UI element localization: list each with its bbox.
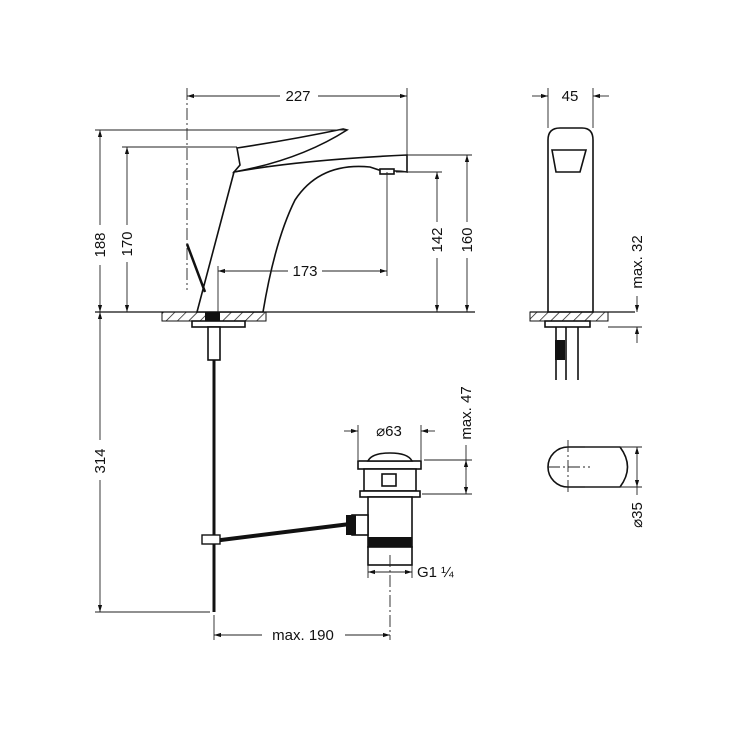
- countertop: [95, 311, 475, 322]
- dim-diameter-35: ⌀35: [629, 502, 646, 528]
- dim-max-47: max. 47: [458, 386, 475, 439]
- dim-188: 188: [92, 232, 109, 257]
- faucet-body: [185, 128, 408, 361]
- dim-45: 45: [562, 88, 579, 105]
- faucet-side-view: [529, 127, 635, 380]
- dim-173: 173: [292, 263, 317, 280]
- dim-142: 142: [429, 227, 446, 252]
- dim-max-32: max. 32: [629, 235, 646, 288]
- dim-314: 314: [92, 448, 109, 473]
- drain-rod: [201, 360, 351, 612]
- hole-view: [547, 440, 629, 494]
- dim-227: 227: [285, 88, 310, 105]
- dim-max-190: max. 190: [272, 627, 334, 644]
- dim-diameter-63: ⌀63: [376, 423, 402, 440]
- dimension-lines: [95, 88, 642, 640]
- dim-160: 160: [459, 227, 476, 252]
- dim-g1-quarter: G1 ¼: [417, 564, 454, 581]
- dim-170: 170: [119, 231, 136, 256]
- pop-up-drain: [346, 452, 422, 566]
